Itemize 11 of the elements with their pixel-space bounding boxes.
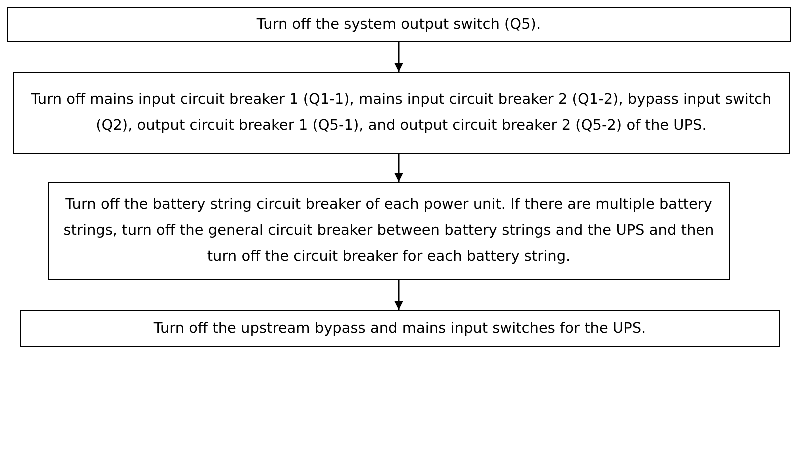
arrow [394,280,404,310]
process-box [48,182,730,280]
arrow [394,42,404,72]
process-box [7,7,791,42]
step-text: Turn off the battery string circuit breaker of each power unit. If there are multiple battery strings, turn off the general circuit breaker between battery strings and the UPS and then turn off the circuit breaker for each battery string. [62,196,716,267]
arrow [394,154,404,182]
process-box [13,72,790,154]
step-text: Turn off mains input circuit breaker 1 (Q1-1), mains input circuit breaker 2 (Q1-2), bypass input switch (Q2), output circuit breaker 1 (Q5-1), and output circuit breaker 2 (Q5-2) of the UPS. [30,91,773,136]
process-box [20,310,780,347]
step-text: Turn off the system output switch (Q5). [256,16,542,34]
step-text: Turn off the upstream bypass and mains input switches for the UPS. [154,320,646,338]
